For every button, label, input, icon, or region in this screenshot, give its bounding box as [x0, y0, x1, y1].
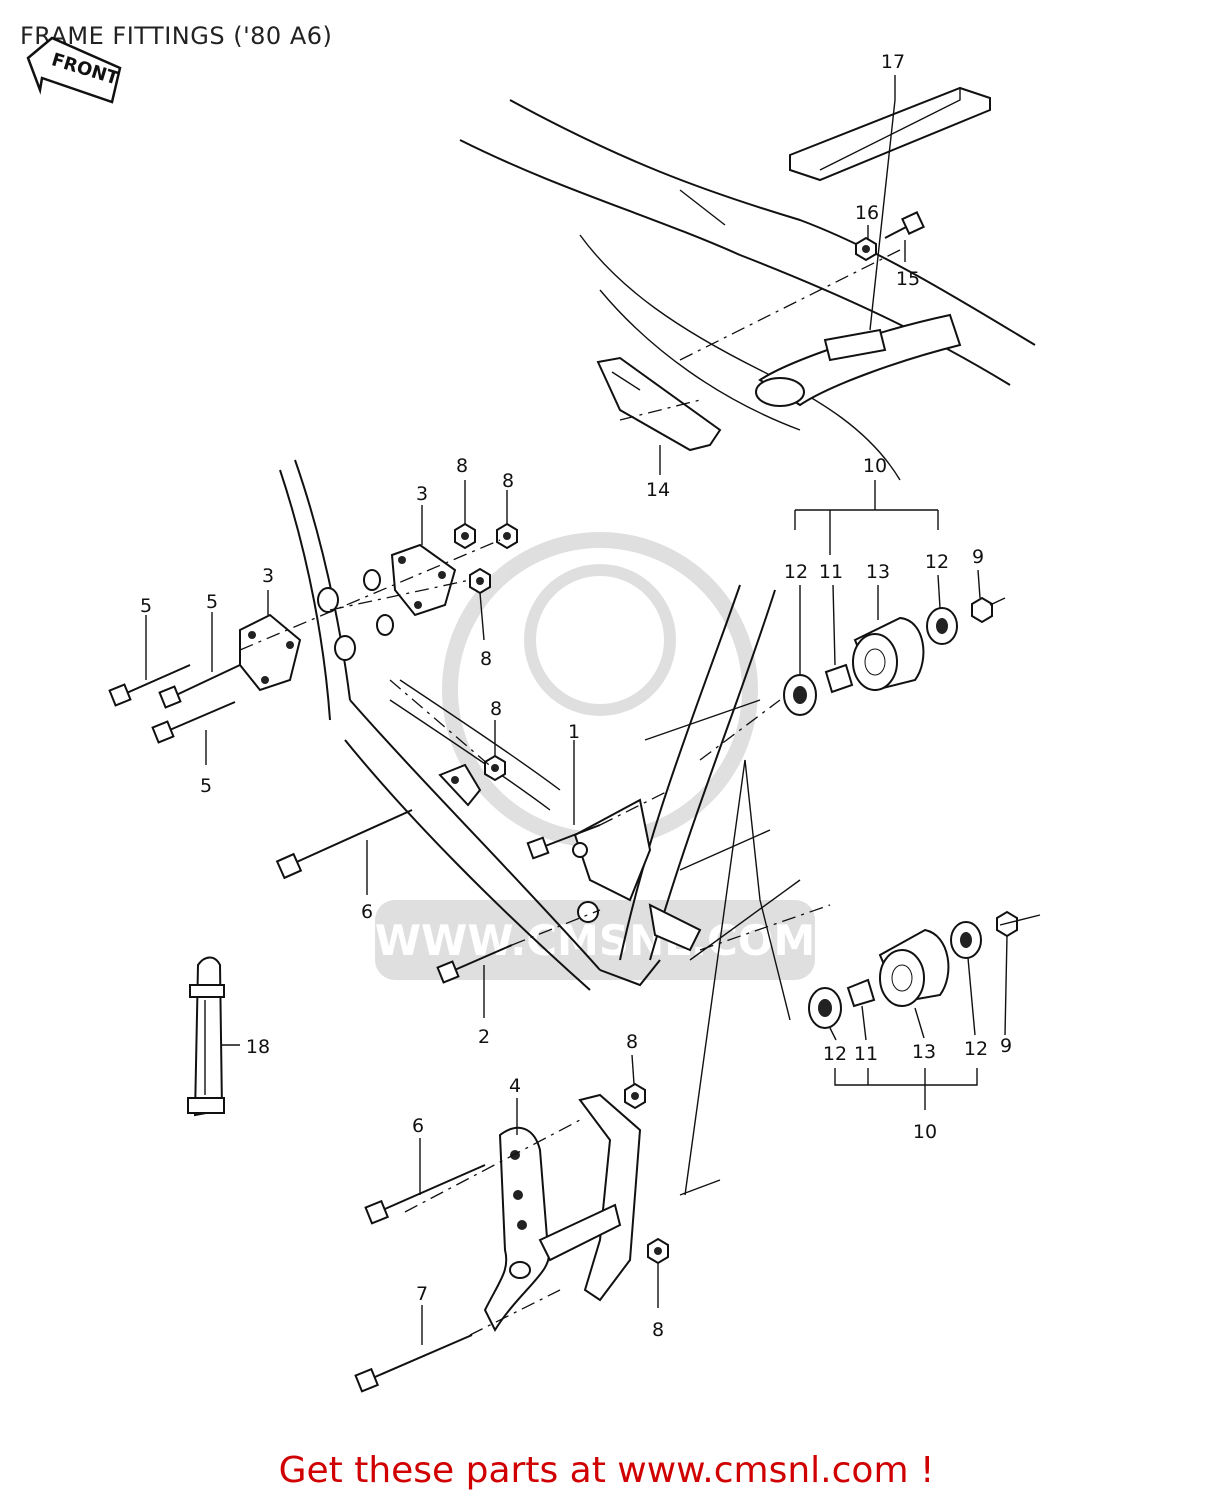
callout-5-b: 5 — [206, 591, 218, 613]
part-14-guard — [596, 356, 722, 452]
callout-13-lower: 13 — [912, 1041, 936, 1063]
callout-16: 16 — [855, 202, 879, 224]
callout-4: 4 — [509, 1075, 521, 1097]
frame-upper-rails — [459, 99, 1036, 481]
watermark-text: WWW.CMSNL.COM — [375, 916, 816, 965]
frame-bracket-lower — [438, 763, 702, 952]
callout-1: 1 — [568, 721, 580, 743]
callout-8-e: 8 — [626, 1031, 638, 1053]
callout-8-b: 8 — [502, 470, 514, 492]
roller-assembly-lower — [808, 910, 1018, 1029]
part-6-bolt-upper — [275, 809, 413, 880]
part-4-bracket — [483, 1093, 642, 1333]
callout-8-a: 8 — [456, 455, 468, 477]
callout-15: 15 — [896, 268, 920, 290]
callout-14: 14 — [646, 479, 670, 501]
part-8-nuts — [454, 522, 669, 1265]
callout-5-a: 5 — [140, 595, 152, 617]
part-3-plate-front — [239, 613, 302, 692]
callout-10-upper: 10 — [863, 455, 887, 477]
callout-2: 2 — [478, 1026, 490, 1048]
callout-17: 17 — [881, 51, 905, 73]
callout-brackets — [794, 480, 978, 1110]
part-18-strap — [187, 956, 225, 1117]
callout-labels: 1 2 3 3 4 5 5 5 6 6 7 8 8 8 8 8 8 9 9 10… — [140, 51, 1012, 1341]
callout-8-f: 8 — [652, 1319, 664, 1341]
part-15-bolt — [884, 211, 925, 239]
callout-13-upper: 13 — [866, 561, 890, 583]
callout-6-lower: 6 — [412, 1115, 424, 1137]
callout-12-d: 12 — [964, 1038, 988, 1060]
roller-assembly-upper — [783, 596, 993, 716]
callout-9-upper: 9 — [972, 546, 984, 568]
callout-10-lower: 10 — [913, 1121, 937, 1143]
callout-7: 7 — [416, 1283, 428, 1305]
front-arrow-icon: FRONT — [26, 36, 122, 104]
part-16-nut — [855, 236, 877, 262]
part-17-pad — [789, 86, 991, 182]
part-2-bolt — [436, 944, 513, 984]
callout-18: 18 — [246, 1036, 270, 1058]
frame-cross-tube — [755, 313, 962, 407]
cmsnl-watermark: WWW.CMSNL.COM — [375, 532, 816, 980]
part-6-bolt-lower — [364, 1164, 486, 1225]
page-title: FRAME FITTINGS ('80 A6) — [20, 22, 333, 50]
part-7-bolt — [354, 1334, 473, 1393]
callout-12-b: 12 — [925, 551, 949, 573]
callout-11-upper: 11 — [819, 561, 843, 583]
callout-8-c: 8 — [480, 648, 492, 670]
callout-5-c: 5 — [200, 775, 212, 797]
frame-down-tube — [279, 459, 776, 991]
callout-12-c: 12 — [823, 1043, 847, 1065]
callout-12-a: 12 — [784, 561, 808, 583]
part-3-plate-rear — [390, 543, 457, 617]
callout-9-lower: 9 — [1000, 1035, 1012, 1057]
label-leaders — [145, 75, 1008, 1345]
callout-8-d: 8 — [490, 698, 502, 720]
callout-3-front: 3 — [262, 565, 274, 587]
frame-spacers — [317, 569, 394, 661]
assembly-leader-lines — [222, 99, 1041, 1336]
callout-3-rear: 3 — [416, 483, 428, 505]
footer-parts-link[interactable]: Get these parts at www.cmsnl.com ! — [278, 1450, 935, 1491]
callout-6-upper: 6 — [361, 901, 373, 923]
part-1-bolt — [526, 824, 601, 860]
callout-11-lower: 11 — [854, 1043, 878, 1065]
part-5-bolts — [108, 664, 241, 744]
